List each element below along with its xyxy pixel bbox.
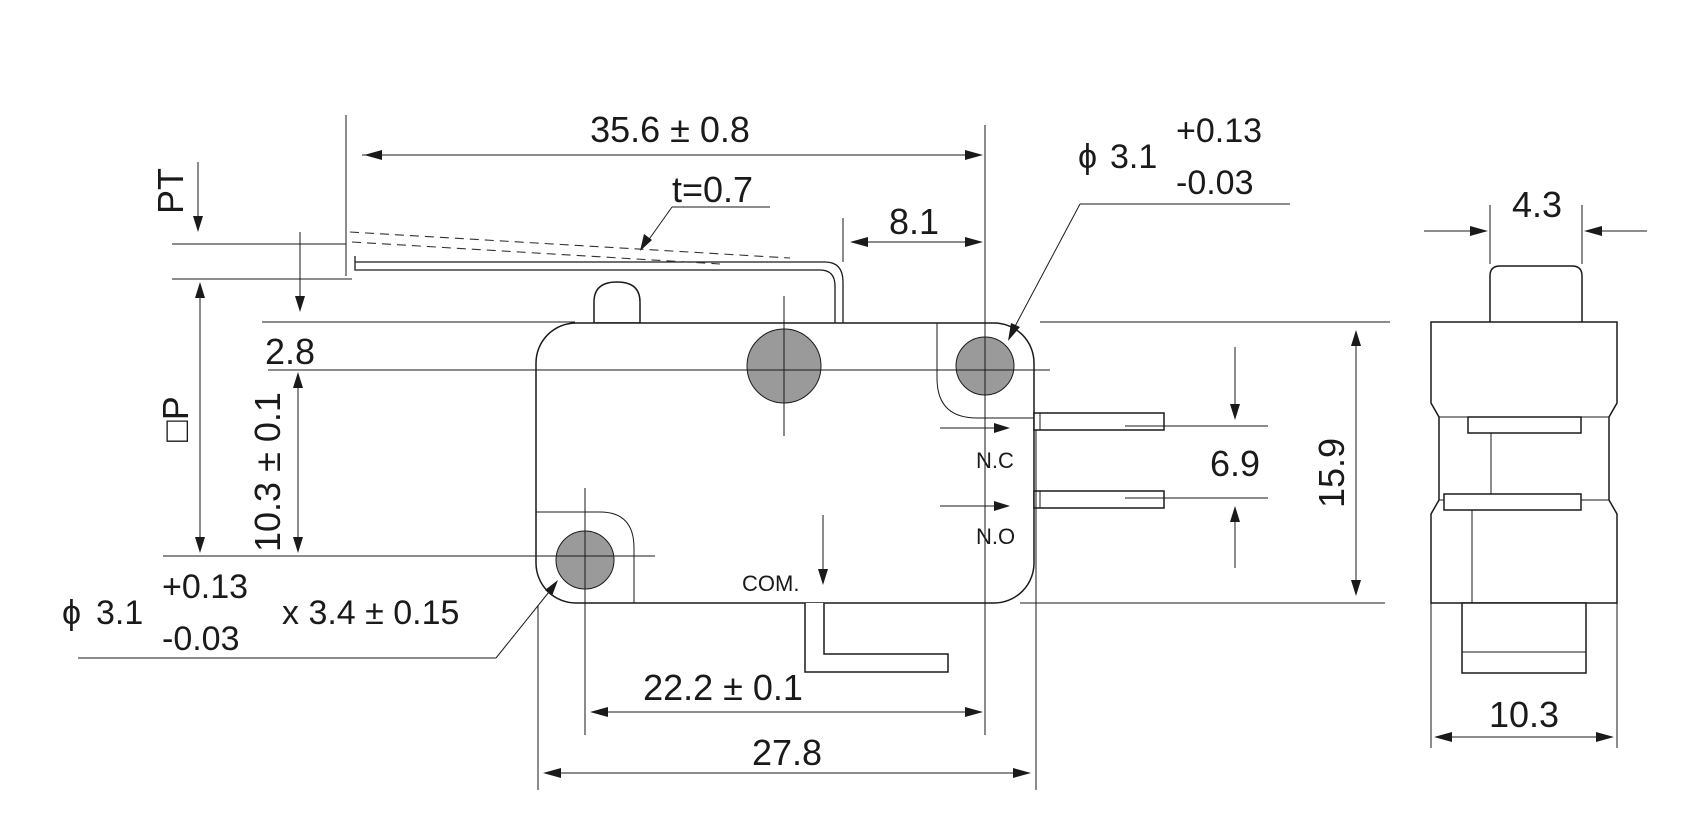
front-view: N.C N.O COM.: [163, 125, 1165, 735]
lever-pressed-outline: [349, 231, 791, 259]
side-plunger: [1489, 265, 1583, 324]
dim-body-height: 15.9: [1311, 438, 1352, 508]
side-terminal: [1461, 602, 1587, 674]
dim-lever-offset: 8.1: [889, 201, 939, 242]
label-nc: N.C: [976, 448, 1014, 473]
hole-left-tol-minus: -0.03: [162, 620, 240, 658]
hole-right-symbol: ϕ: [1078, 138, 1097, 176]
side-housing: [1430, 321, 1618, 604]
hole-right-nominal: 3.1: [1110, 138, 1157, 176]
dim-hole-pitch-vertical: 10.3 ± 0.1: [247, 392, 288, 552]
side-view: 4.3 10.3: [1424, 184, 1647, 748]
terminal-no: [1033, 490, 1165, 509]
dim-hole-pitch-horizontal: 22.2 ± 0.1: [643, 667, 803, 708]
hole-left-nominal: 3.1: [96, 594, 143, 632]
terminal-nc: [1033, 412, 1165, 431]
front-dimensions: 35.6 ± 0.8 t=0.7 8.1 PT □P 2.8 10.3 ± 0.: [62, 109, 1390, 790]
side-slot-bottom: [1443, 493, 1582, 511]
dim-body-length: 27.8: [752, 732, 822, 773]
hole-left-slot: x 3.4 ± 0.15: [282, 594, 459, 632]
dim-side-width: 10.3: [1489, 694, 1559, 735]
label-no: N.O: [976, 524, 1015, 549]
hole-left-tol-plus: +0.13: [162, 568, 248, 606]
plunger: [593, 281, 641, 324]
label-operating-position: □P: [155, 396, 196, 442]
switch-housing: [535, 322, 1035, 604]
terminal-com: [804, 603, 949, 673]
hole-left-symbol: ϕ: [62, 594, 81, 632]
hole-right-tol-minus: -0.03: [1176, 164, 1254, 202]
label-com: COM.: [742, 571, 799, 596]
hole-boss-right: [936, 323, 1034, 419]
label-pretravel: PT: [150, 168, 191, 214]
dim-overall-length: 35.6 ± 0.8: [590, 109, 750, 150]
hole-boss-left: [536, 511, 635, 603]
lever-pressed-outline-2: [351, 241, 721, 265]
dim-height-pin: 2.8: [265, 331, 315, 372]
dim-lever-thickness: t=0.7: [672, 169, 753, 210]
side-slot-top: [1467, 416, 1582, 434]
dim-terminal-pitch: 6.9: [1210, 443, 1260, 484]
hole-right-tol-plus: +0.13: [1176, 112, 1262, 150]
dim-side-top-width: 4.3: [1512, 184, 1562, 225]
actuator-lever: [354, 256, 844, 323]
